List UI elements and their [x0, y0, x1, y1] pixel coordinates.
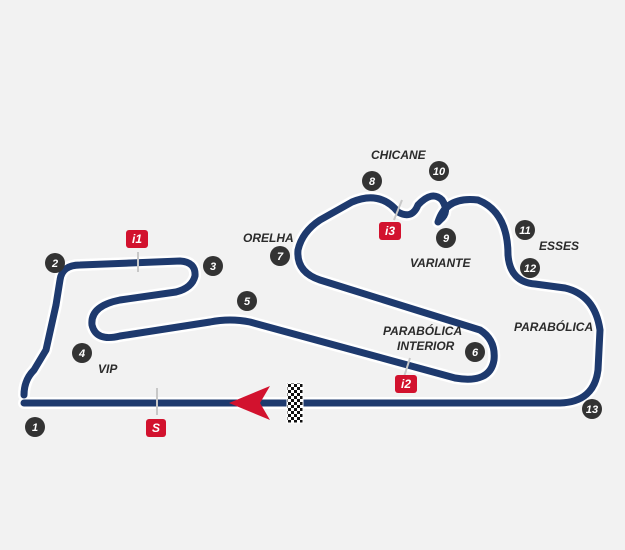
svg-text:8: 8: [369, 176, 376, 188]
turn-badge-12: 12: [520, 258, 540, 278]
corner-label-vip: VIP: [98, 362, 118, 376]
turn-badge-10: 10: [429, 161, 449, 181]
corner-label-esses: ESSES: [539, 239, 579, 253]
corner-label-parabolica-interior-2: INTERIOR: [397, 339, 455, 353]
corner-label-variante: VARIANTE: [410, 256, 471, 270]
checkered-flag-icon: [286, 382, 304, 424]
direction-arrow-icon: [229, 386, 270, 420]
svg-text:i3: i3: [385, 224, 395, 238]
svg-text:i2: i2: [401, 377, 411, 391]
svg-text:4: 4: [78, 348, 85, 360]
turn-badge-7: 7: [270, 246, 290, 266]
corner-label-orelha: ORELHA: [243, 231, 294, 245]
svg-text:10: 10: [433, 166, 446, 178]
turn-badge-3: 3: [203, 256, 223, 276]
corner-label-chicane: CHICANE: [371, 148, 427, 162]
turn-badge-2: 2: [45, 253, 65, 273]
sector-badge-start: S: [146, 419, 166, 437]
turn-badge-9: 9: [436, 228, 456, 248]
svg-text:5: 5: [244, 296, 251, 308]
turn-badge-8: 8: [362, 171, 382, 191]
svg-text:9: 9: [443, 233, 450, 245]
sector-badge-i1: i1: [126, 230, 148, 248]
svg-text:7: 7: [277, 251, 284, 263]
svg-text:6: 6: [472, 347, 479, 359]
svg-text:S: S: [152, 421, 160, 435]
sector-badge-i2: i2: [395, 375, 417, 393]
svg-text:13: 13: [586, 404, 598, 416]
svg-text:12: 12: [524, 263, 536, 275]
svg-text:i1: i1: [132, 232, 142, 246]
turn-badge-11: 11: [515, 220, 535, 240]
turn-badge-13: 13: [582, 399, 602, 419]
corner-label-parabolica-interior-1: PARABÓLICA: [383, 323, 462, 338]
track: [20, 192, 604, 407]
turn-badge-1: 1: [25, 417, 45, 437]
sector-line-i3: [393, 199, 403, 221]
svg-text:11: 11: [519, 225, 530, 237]
sector-line-i2: [403, 357, 411, 378]
turn-badge-4: 4: [72, 343, 92, 363]
corner-label-parabolica: PARABÓLICA: [514, 319, 593, 334]
turn-badge-6: 6: [465, 342, 485, 362]
svg-text:1: 1: [32, 422, 38, 434]
sector-badge-i3: i3: [379, 222, 401, 240]
svg-text:2: 2: [51, 258, 58, 270]
turn-badge-5: 5: [237, 291, 257, 311]
svg-text:3: 3: [210, 261, 216, 273]
